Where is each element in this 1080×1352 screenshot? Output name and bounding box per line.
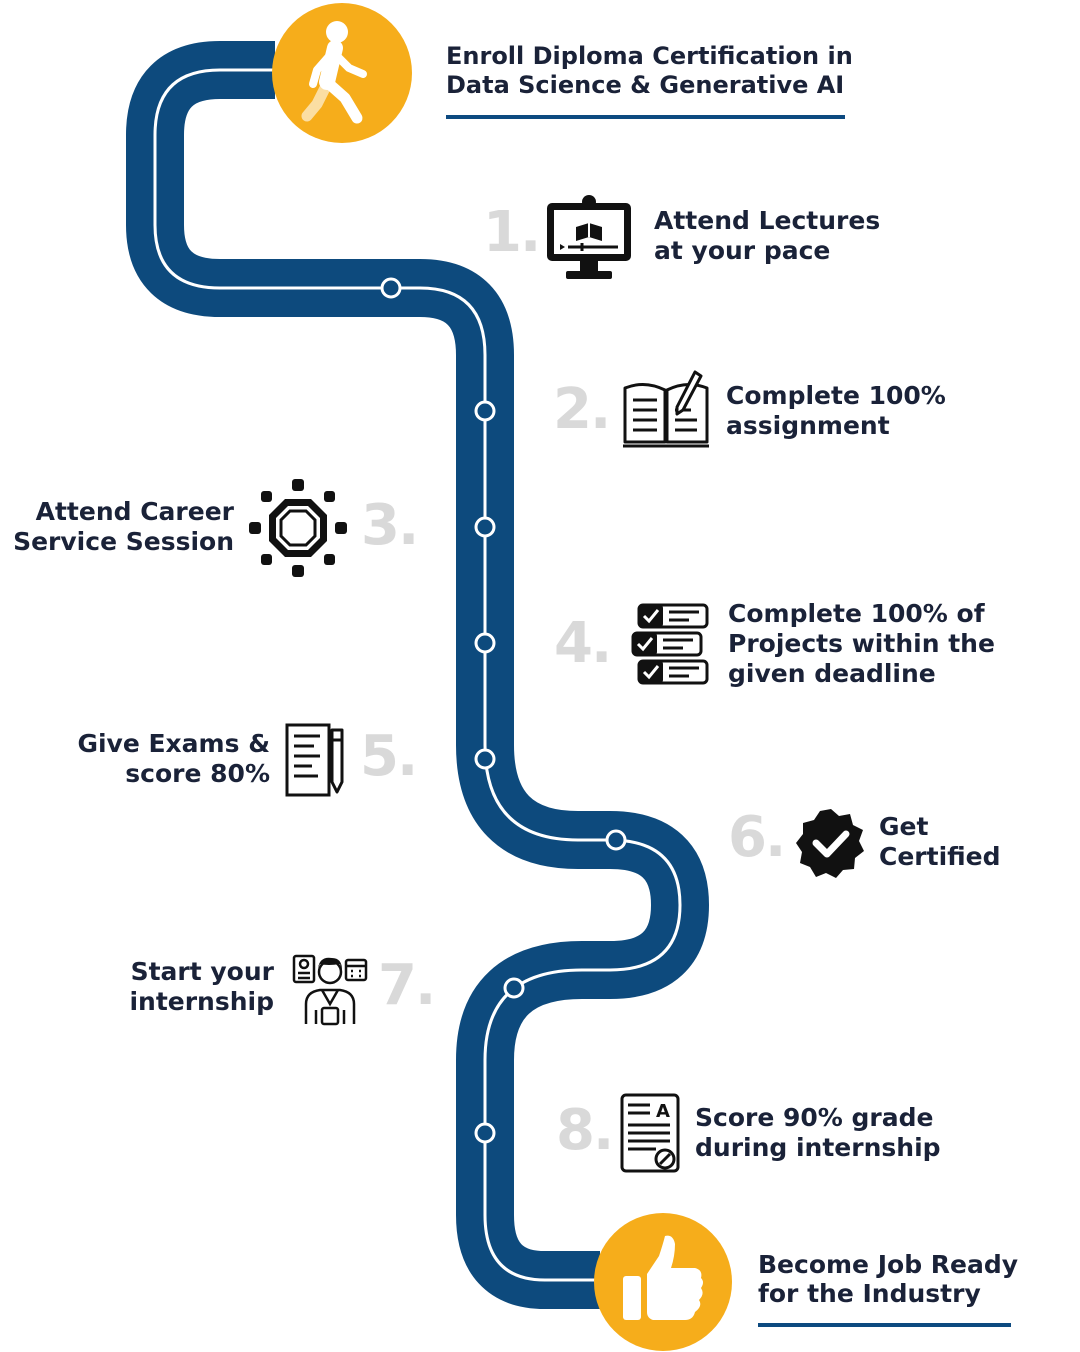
step-5-number: 5. [360,724,418,789]
start-title: Enroll Diploma Certification in Data Sci… [446,42,853,99]
end-title: Become Job Ready for the Industry [758,1250,1019,1308]
step-2-number: 2. [553,377,611,442]
monitor-lecture-icon [547,195,631,279]
thumbs-up-icon [623,1235,703,1320]
road-node [474,400,496,422]
step-3-label: Attend Career Service Session [13,497,234,556]
step-8-number: 8. [556,1098,614,1163]
checklist-icon [631,603,709,685]
step-7-label: Start your internship [129,957,274,1016]
walking-person-icon [301,21,367,124]
road-node [605,829,627,851]
step-3-number: 3. [361,493,419,558]
end-badge [594,1213,732,1351]
start-badge [272,3,412,143]
career-network-icon [249,479,347,577]
step-6-label: Get Certified [879,812,1001,871]
road-node [380,277,402,299]
intern-person-icon [292,954,368,1026]
exam-paper-icon [285,723,344,797]
step-4-number: 4. [554,611,612,676]
step-5-label: Give Exams & score 80% [77,729,270,788]
svg-text:A: A [656,1101,670,1122]
certified-badge-icon [796,809,864,878]
end-underline [758,1323,1011,1327]
start-underline [446,115,845,119]
step-8-label: Score 90% grade during internship [695,1103,941,1162]
road-node [474,516,496,538]
road-node [503,977,525,999]
open-book-pen-icon [623,370,709,448]
step-2-label: Complete 100% assignment [726,381,946,440]
step-6-number: 6. [728,805,786,870]
grade-report-icon: A [620,1093,680,1173]
step-1-label: Attend Lectures at your pace [654,206,881,265]
road-node [474,748,496,770]
step-7-number: 7. [378,953,436,1018]
step-4-label: Complete 100% of Projects within the giv… [728,599,995,688]
road-node [474,1122,496,1144]
road-center-line [153,68,682,1282]
road-node [474,632,496,654]
step-1-number: 1. [483,200,541,265]
